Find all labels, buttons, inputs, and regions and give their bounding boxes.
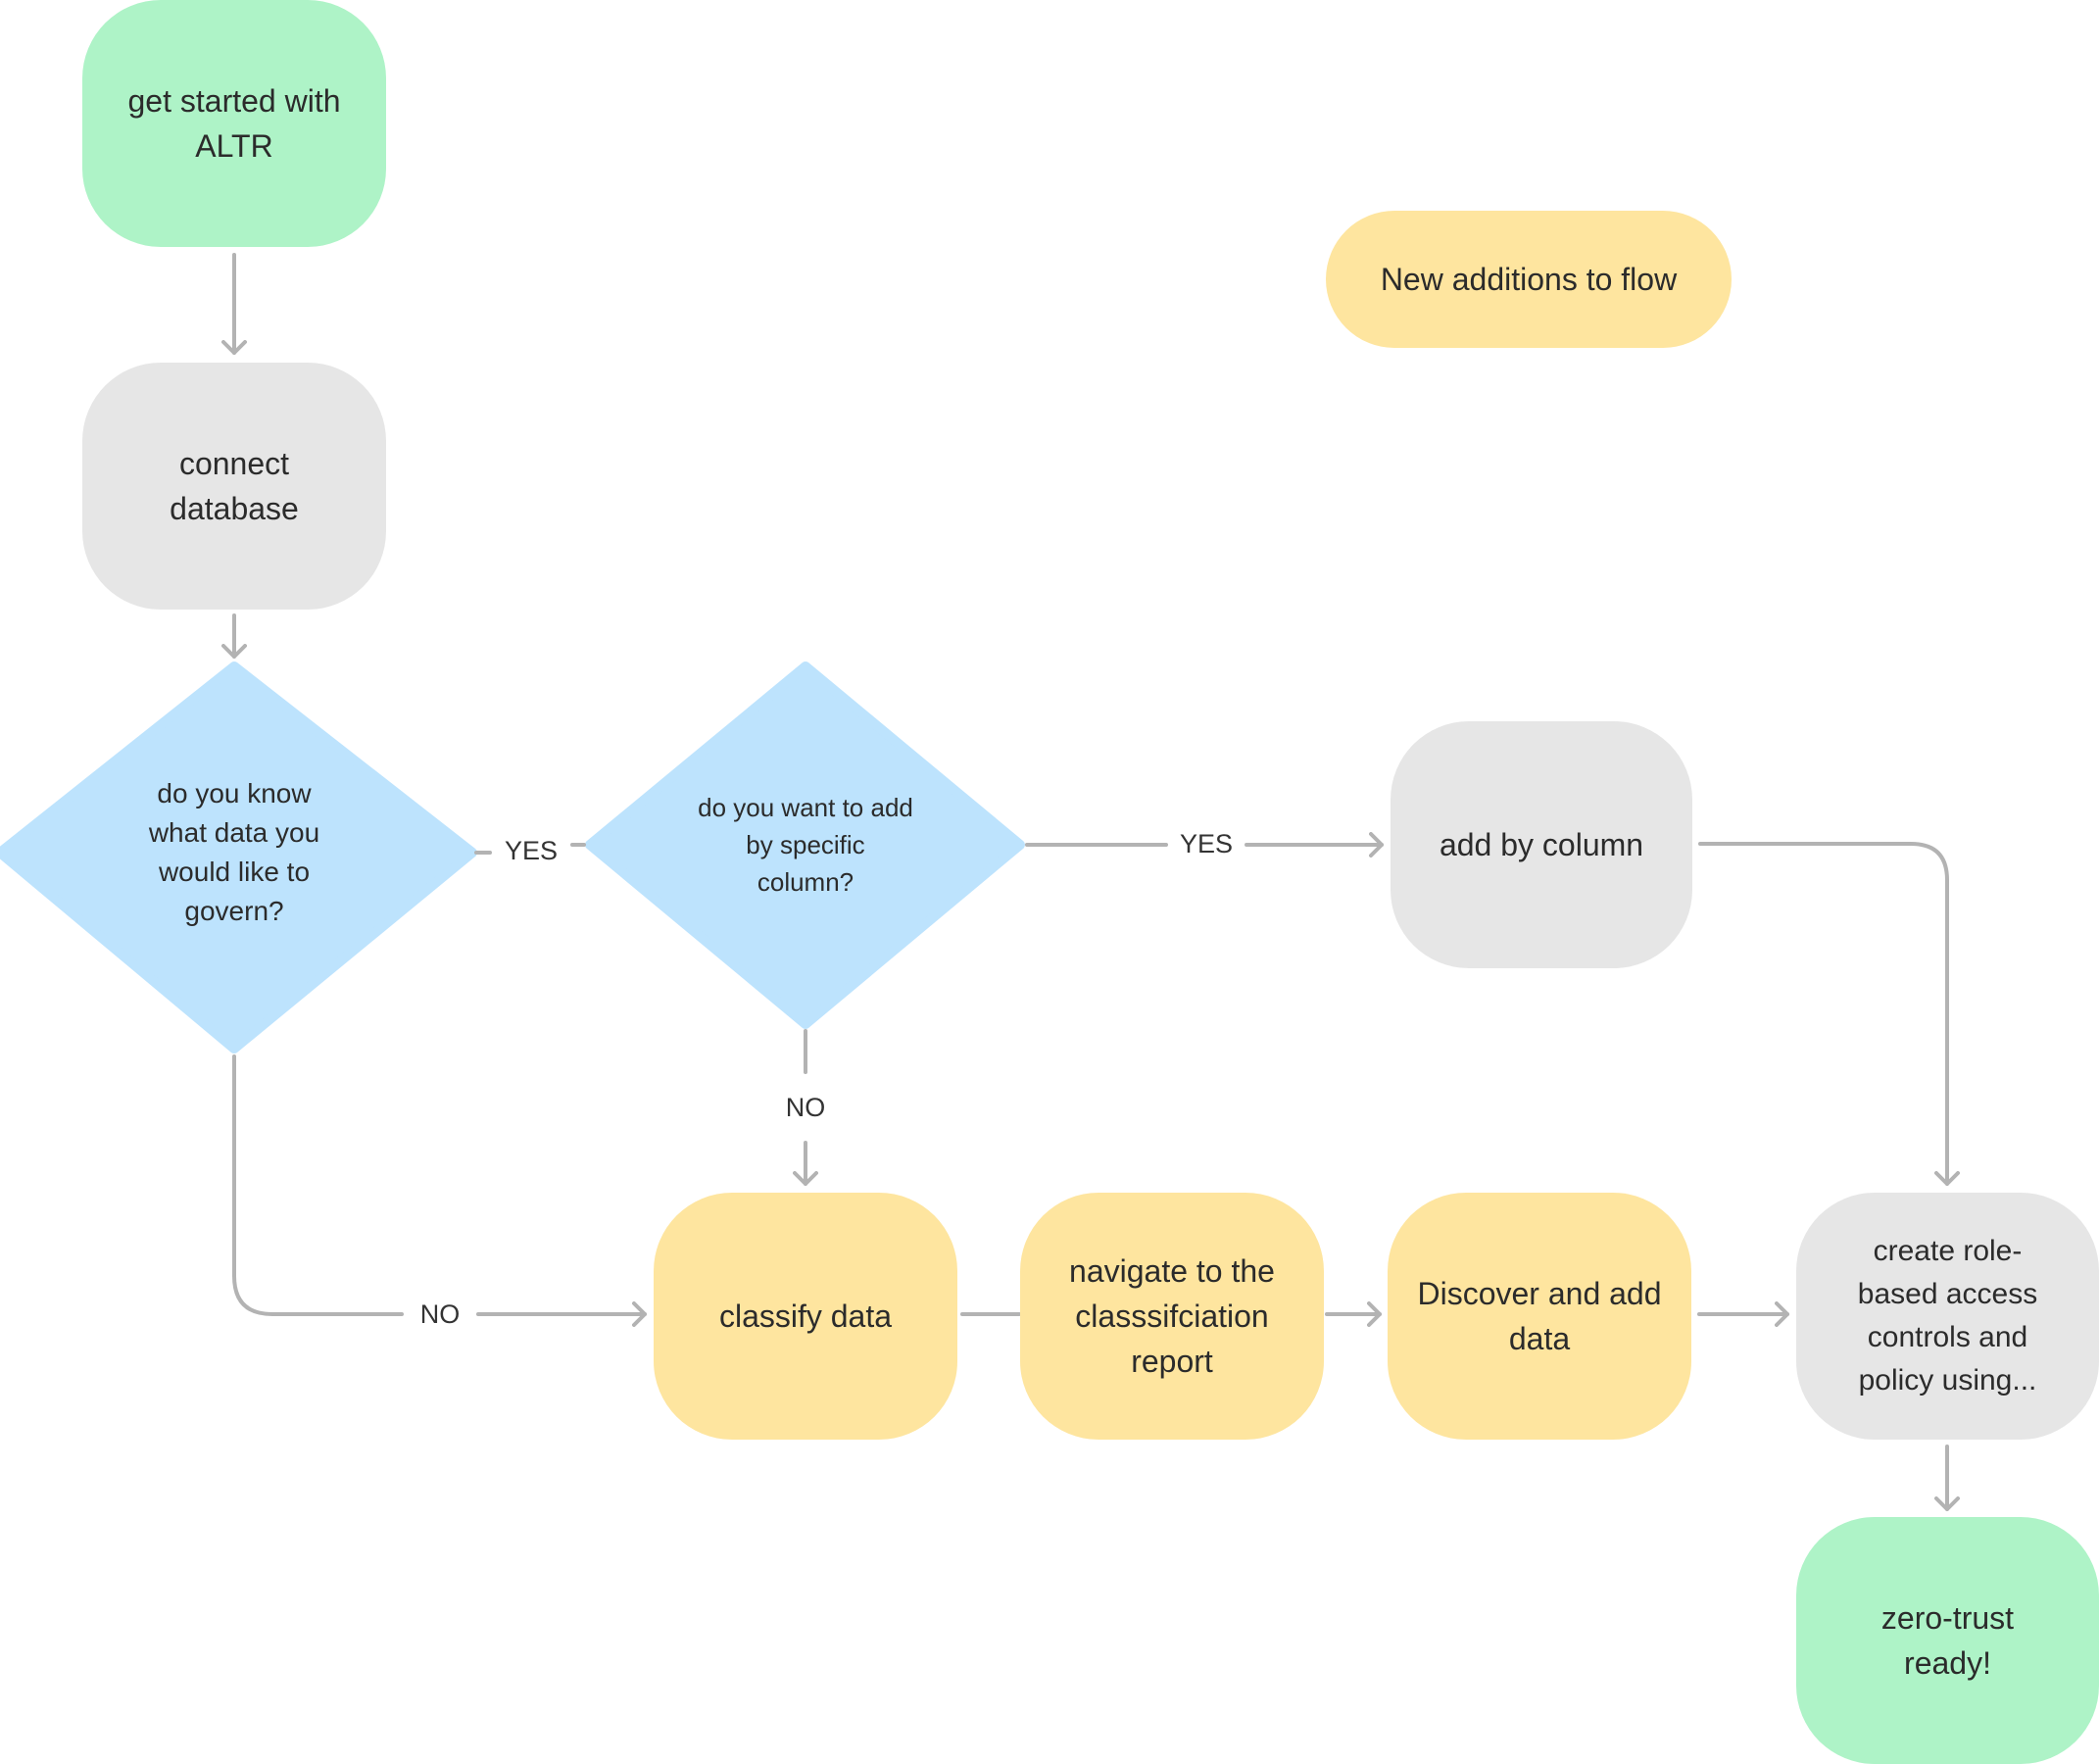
add-by-column-node: add by column: [1391, 721, 1692, 968]
create-rbac-label: create role-based access controls and po…: [1857, 1235, 2038, 1396]
navigate-report-label: navigate to the classsifciation report: [1069, 1253, 1275, 1379]
decision-diamond-specific-column: [585, 662, 1025, 1029]
discover-data-label: Discover and add data: [1417, 1276, 1662, 1356]
zero-trust-ready-node: zero-trust ready!: [1796, 1517, 2099, 1764]
edge-label-no-know-data: NO: [412, 1298, 468, 1330]
legend-new-additions-label: New additions to flow: [1380, 262, 1678, 297]
zero-trust-ready-label: zero-trust ready!: [1880, 1600, 2015, 1681]
edge-label-yes-decisions: YES: [496, 835, 566, 866]
discover-data-node: Discover and add data: [1388, 1193, 1691, 1440]
connect-database-label: connect database: [170, 446, 299, 526]
edge-label-no-specific: NO: [777, 1092, 834, 1123]
connector-no-from-know-data-a: [232, 1054, 404, 1316]
decision-know-data-label: do you know what data you would like to …: [148, 778, 320, 926]
start-node-label: get started with ALTR: [127, 83, 341, 164]
decision-specific-column-label: do you want to add by specific column?: [698, 793, 913, 897]
edge-label-yes-add-column: YES: [1171, 828, 1242, 859]
navigate-report-node: navigate to the classsifciation report: [1020, 1193, 1324, 1440]
connector-add-column-to-rbac: [1698, 842, 1960, 1186]
add-by-column-label: add by column: [1439, 827, 1644, 862]
decision-diamond-know-data: [0, 662, 477, 1054]
connect-database-node: connect database: [82, 363, 386, 610]
legend-new-additions: New additions to flow: [1326, 211, 1732, 348]
start-node: get started with ALTR: [82, 0, 386, 247]
create-rbac-node: create role-based access controls and po…: [1796, 1193, 2099, 1440]
classify-data-node: classify data: [654, 1193, 957, 1440]
classify-data-label: classify data: [718, 1298, 893, 1334]
